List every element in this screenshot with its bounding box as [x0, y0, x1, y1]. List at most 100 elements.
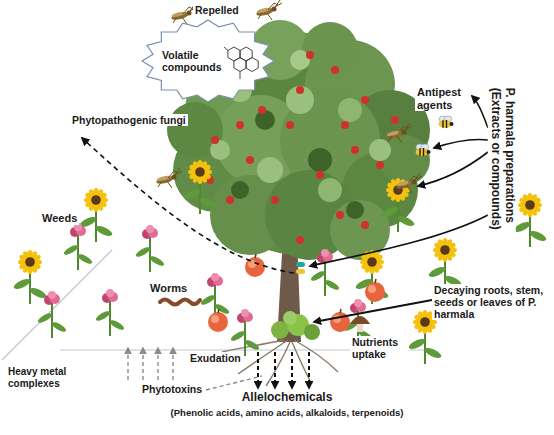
target-label: Phytopathogenic fungi — [70, 114, 188, 126]
fruits-on-ground-part — [208, 309, 228, 332]
arrows-part — [434, 139, 488, 148]
red-fruits-part — [316, 171, 324, 179]
tree-canopy-part — [318, 178, 342, 202]
effect-label: Repelled — [193, 4, 241, 16]
fruits-on-ground — [208, 254, 385, 332]
roots-part — [294, 340, 338, 372]
worm — [160, 300, 200, 305]
arrows-part — [127, 348, 128, 380]
chemical-list-label: (Phenolic acids, amino acids, alkaloids,… — [160, 408, 414, 419]
chemical-group-label: Allelochemicals — [220, 391, 354, 405]
insects-part — [416, 144, 431, 156]
insects-part — [396, 173, 422, 193]
chemical-bond — [224, 47, 240, 79]
red-fruits-part — [296, 236, 304, 244]
tree-canopy-part — [286, 86, 314, 114]
weed-flowers-part — [310, 249, 341, 296]
tree-canopy-part — [346, 201, 364, 219]
red-fruits-part — [391, 116, 399, 124]
base-bush-part — [283, 311, 297, 325]
arrows-part — [82, 138, 294, 273]
weed-flowers-part — [230, 309, 261, 356]
red-fruits-part — [341, 121, 349, 129]
red-fruits-part — [361, 96, 369, 104]
sunflowers-part — [354, 250, 389, 304]
insects-part — [386, 123, 412, 143]
source-label: P. harmala preparations (Extracts or com… — [488, 86, 516, 270]
red-fruits-part — [361, 221, 369, 229]
sunflowers-part — [12, 250, 47, 304]
tree-canopy-part — [308, 148, 332, 172]
tree-canopy-part — [257, 157, 283, 183]
arrows-part — [142, 348, 143, 380]
sunflowers-part — [182, 160, 217, 214]
red-fruits-part — [211, 136, 219, 144]
ground-lines-part — [2, 250, 112, 360]
red-fruits-part — [246, 156, 254, 164]
red-fruits-part — [296, 86, 304, 94]
node-text: Volatile compounds — [162, 49, 224, 73]
chemical-ring — [246, 58, 258, 72]
sunflowers-part — [512, 193, 547, 247]
effect-label: Antipest agents — [415, 86, 471, 111]
mushroom-part — [350, 316, 370, 324]
roots-part — [266, 342, 290, 386]
arrows-part — [418, 152, 488, 186]
red-fruits-part — [306, 51, 314, 59]
arrows-part — [310, 215, 488, 266]
tree-canopy-part — [255, 110, 275, 130]
red-fruits-part — [226, 196, 234, 204]
target-label: Worms — [148, 282, 189, 295]
red-fruits-part — [258, 106, 266, 114]
process-label: Phytotoxins — [140, 383, 204, 395]
capsules-part — [296, 269, 305, 274]
red-fruits-part — [271, 196, 279, 204]
process-label: Nutrients uptake — [350, 336, 409, 360]
arrows-part — [274, 352, 276, 388]
fruits-on-ground-part — [365, 279, 385, 302]
red-fruits-part — [286, 121, 294, 129]
source-label: Decaying roots, stem, seeds or leaves of… — [432, 284, 548, 320]
arrows-part — [472, 96, 488, 128]
weed-flowers — [37, 223, 374, 356]
star-shape — [142, 20, 274, 102]
red-fruits-part — [376, 161, 384, 169]
red-fruits-part — [331, 66, 339, 74]
red-fruits-part — [236, 121, 244, 129]
red-fruits-part — [336, 211, 344, 219]
process-label: Heavy metal complexes — [6, 366, 72, 389]
arrows-part — [291, 352, 293, 388]
tree-canopy-part — [302, 22, 358, 78]
weed-flowers-part — [63, 223, 94, 270]
arrows-part — [157, 348, 158, 380]
fruits-on-ground-part — [245, 254, 265, 277]
tree-canopy-part — [338, 98, 362, 122]
sunflowers — [12, 160, 547, 364]
arrows-part — [172, 348, 173, 380]
capsules-part — [296, 262, 305, 267]
arrows-part — [308, 352, 310, 388]
base-bush-part — [304, 324, 320, 340]
target-label: Weeds — [40, 212, 79, 225]
arrows — [82, 96, 488, 390]
insects-part — [439, 116, 454, 128]
process-label: Exudation — [188, 352, 243, 364]
insects-part — [256, 0, 282, 20]
ground-lines — [2, 250, 430, 360]
weed-flowers-part — [95, 289, 126, 336]
tree-canopy-part — [369, 139, 391, 161]
tree-canopy-part — [231, 181, 249, 199]
arrows-part — [206, 376, 262, 390]
weed-flowers-part — [135, 225, 166, 272]
base-bush — [271, 311, 320, 340]
arrows-part — [314, 300, 432, 322]
burst-star: Volatile compounds — [140, 18, 276, 104]
mushroom — [350, 316, 370, 332]
fruits-on-ground-part — [330, 309, 350, 332]
arrows-part — [257, 352, 259, 388]
capsules — [296, 262, 305, 274]
weed-flowers-part — [37, 291, 68, 338]
chemical-ring — [234, 58, 246, 72]
